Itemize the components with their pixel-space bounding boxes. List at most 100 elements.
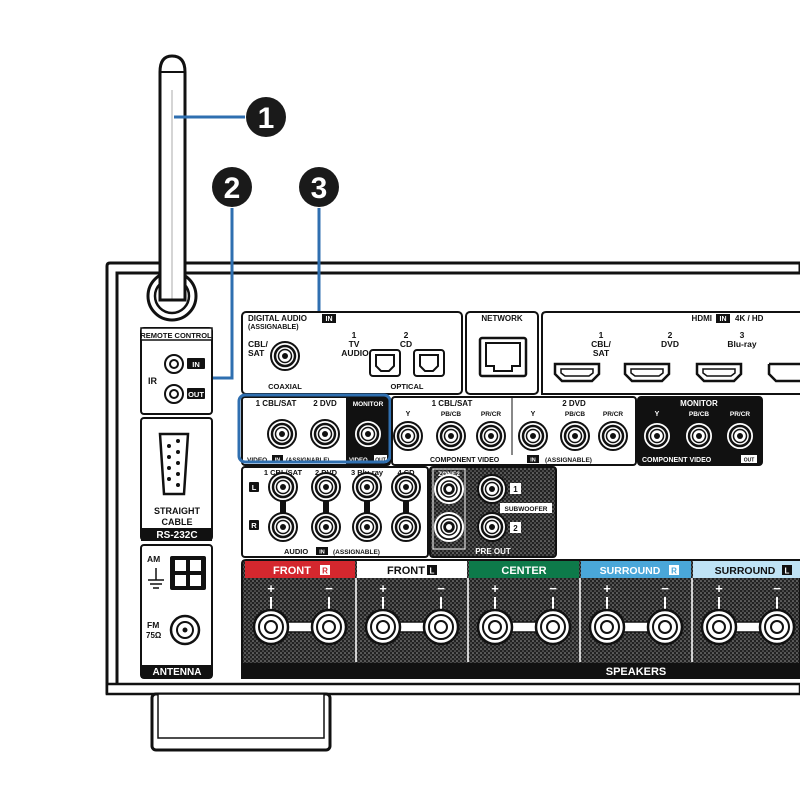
component-2-pb-jack[interactable] <box>559 420 591 452</box>
coaxial-jack[interactable] <box>269 340 301 372</box>
surround-r-badge: R <box>671 567 677 576</box>
ir-out-jack[interactable] <box>164 384 184 404</box>
subwoofer-1-jack[interactable] <box>476 473 508 505</box>
audio-in-3-l-jack[interactable] <box>351 471 383 503</box>
audio-in-1-r-jack[interactable] <box>267 511 299 543</box>
audio-in-2-l-jack[interactable] <box>310 471 342 503</box>
front-r-plus-terminal[interactable] <box>252 608 290 646</box>
network-section: NETWORK <box>465 311 539 395</box>
chassis <box>105 261 800 752</box>
audio-in-3-r-jack[interactable] <box>351 511 383 543</box>
center-minus-terminal[interactable] <box>534 608 572 646</box>
component-2-y-label: Y <box>531 411 536 418</box>
subwoofer-label: SUBWOOFER <box>505 506 548 513</box>
surround-r-minus: − <box>661 581 669 596</box>
zone2-l-jack[interactable] <box>433 473 465 505</box>
optical-2-number: 2 <box>404 330 409 340</box>
component-1-pr-jack[interactable] <box>475 420 507 452</box>
video-in-2-label: 2 DVD <box>313 399 337 408</box>
hdmi-1-port[interactable] <box>553 362 648 383</box>
audio-in-4-l-jack[interactable] <box>390 471 422 503</box>
front-l-minus-terminal[interactable] <box>422 608 460 646</box>
front-r-badge: R <box>322 567 328 576</box>
component-out-pr-jack[interactable] <box>724 420 756 452</box>
rs232c-title: RS-232C <box>156 530 197 541</box>
optical-label: OPTICAL <box>391 382 424 391</box>
hdmi-3-number: 3 <box>740 330 745 340</box>
subwoofer-2-jack[interactable] <box>476 511 508 543</box>
subwoofer-1-number: 1 <box>513 485 518 494</box>
optical-2-cd: CD <box>400 339 412 349</box>
surround-l-minus-terminal[interactable] <box>758 608 796 646</box>
front-l-plus-terminal[interactable] <box>364 608 402 646</box>
component-out-pr-label: PR/CR <box>730 411 751 418</box>
rs232c-straight: STRAIGHT <box>154 506 201 516</box>
digital-audio-assignable: (ASSIGNABLE) <box>248 324 299 331</box>
component-out-pb-jack[interactable] <box>683 420 715 452</box>
callout-1-number: 1 <box>258 102 275 135</box>
ir-in-jack[interactable] <box>164 354 184 374</box>
front-r-minus-terminal[interactable] <box>310 608 348 646</box>
video-monitor-out-jack[interactable] <box>352 418 384 450</box>
hdmi-1-sat: SAT <box>593 348 610 358</box>
ethernet-port[interactable] <box>478 336 528 378</box>
callout-3-number: 3 <box>311 172 328 205</box>
hdmi-2-label: DVD <box>661 339 679 349</box>
center-plus: + <box>491 581 499 596</box>
video-in-2-jack[interactable] <box>309 418 341 450</box>
video-monitor-label: MONITOR <box>353 401 384 408</box>
hdmi-2-port[interactable] <box>623 362 671 383</box>
callout-3-highlight <box>237 393 392 464</box>
antenna-section: AM FM 75Ω ANTENNA <box>140 544 213 679</box>
audio-in-4-r-jack[interactable] <box>390 511 422 543</box>
component-video-in-section: 1 CBL/SAT 2 DVD Y PB/CB PR/CR Y PB/CB PR… <box>391 396 637 466</box>
component-in-footer-badge: IN <box>530 458 536 464</box>
component-out-y-label: Y <box>655 411 660 418</box>
surround-l-plus-terminal[interactable] <box>700 608 738 646</box>
callout-2: 2 <box>212 167 252 207</box>
am-terminal[interactable] <box>170 556 206 590</box>
am-ground-icon <box>148 568 164 589</box>
component-out-footer: COMPONENT VIDEO <box>642 457 712 464</box>
surround-l-minus: − <box>773 581 781 596</box>
component-monitor-label: MONITOR <box>680 399 718 408</box>
component-out-y-jack[interactable] <box>641 420 673 452</box>
hdmi-3-port[interactable] <box>695 362 743 383</box>
digital-audio-in-badge: IN <box>326 316 333 323</box>
audio-in-1-l-jack[interactable] <box>267 471 299 503</box>
wireless-antenna[interactable] <box>146 54 198 322</box>
fm-antenna-jack[interactable] <box>169 614 201 646</box>
component-2-y-jack[interactable] <box>517 420 549 452</box>
hdmi-3-label: Blu-ray <box>727 339 757 349</box>
optical-1-port[interactable] <box>369 349 401 377</box>
callout-1: 1 <box>246 97 286 137</box>
audio-footer-assignable: (ASSIGNABLE) <box>333 549 380 556</box>
component-1-y-jack[interactable] <box>392 420 424 452</box>
component-out-pb-label: PB/CB <box>689 411 710 418</box>
hdmi-4-port-partial[interactable] <box>767 362 800 383</box>
center-plus-terminal[interactable] <box>476 608 514 646</box>
component-in-footer: COMPONENT VIDEO <box>430 457 500 464</box>
surround-r-minus-terminal[interactable] <box>646 608 684 646</box>
ir-label: IR <box>148 376 158 386</box>
coaxial-cbl-label: CBL/ <box>248 339 268 349</box>
rs232c-port[interactable] <box>158 432 190 496</box>
component-1-pb-jack[interactable] <box>435 420 467 452</box>
front-r-minus: − <box>325 581 333 596</box>
zone2-r-jack[interactable] <box>433 511 465 543</box>
optical-1-tv: TV <box>349 339 360 349</box>
surround-l-label: SURROUND <box>715 565 776 577</box>
audio-in-2-r-jack[interactable] <box>310 511 342 543</box>
ir-out-badge: OUT <box>188 390 204 399</box>
optical-1-audio: AUDIO <box>341 348 369 358</box>
audio-left-label: L <box>252 483 257 492</box>
component-2-pr-jack[interactable] <box>597 420 629 452</box>
hdmi-in-badge: IN <box>720 316 727 323</box>
component-2-pb-label: PB/CB <box>565 411 586 418</box>
hdmi-2-number: 2 <box>668 330 673 340</box>
am-label: AM <box>147 554 160 564</box>
surround-r-plus-terminal[interactable] <box>588 608 626 646</box>
hdmi-format: 4K / HD <box>735 314 764 323</box>
optical-2-port[interactable] <box>413 349 445 377</box>
video-in-1-jack[interactable] <box>266 418 298 450</box>
